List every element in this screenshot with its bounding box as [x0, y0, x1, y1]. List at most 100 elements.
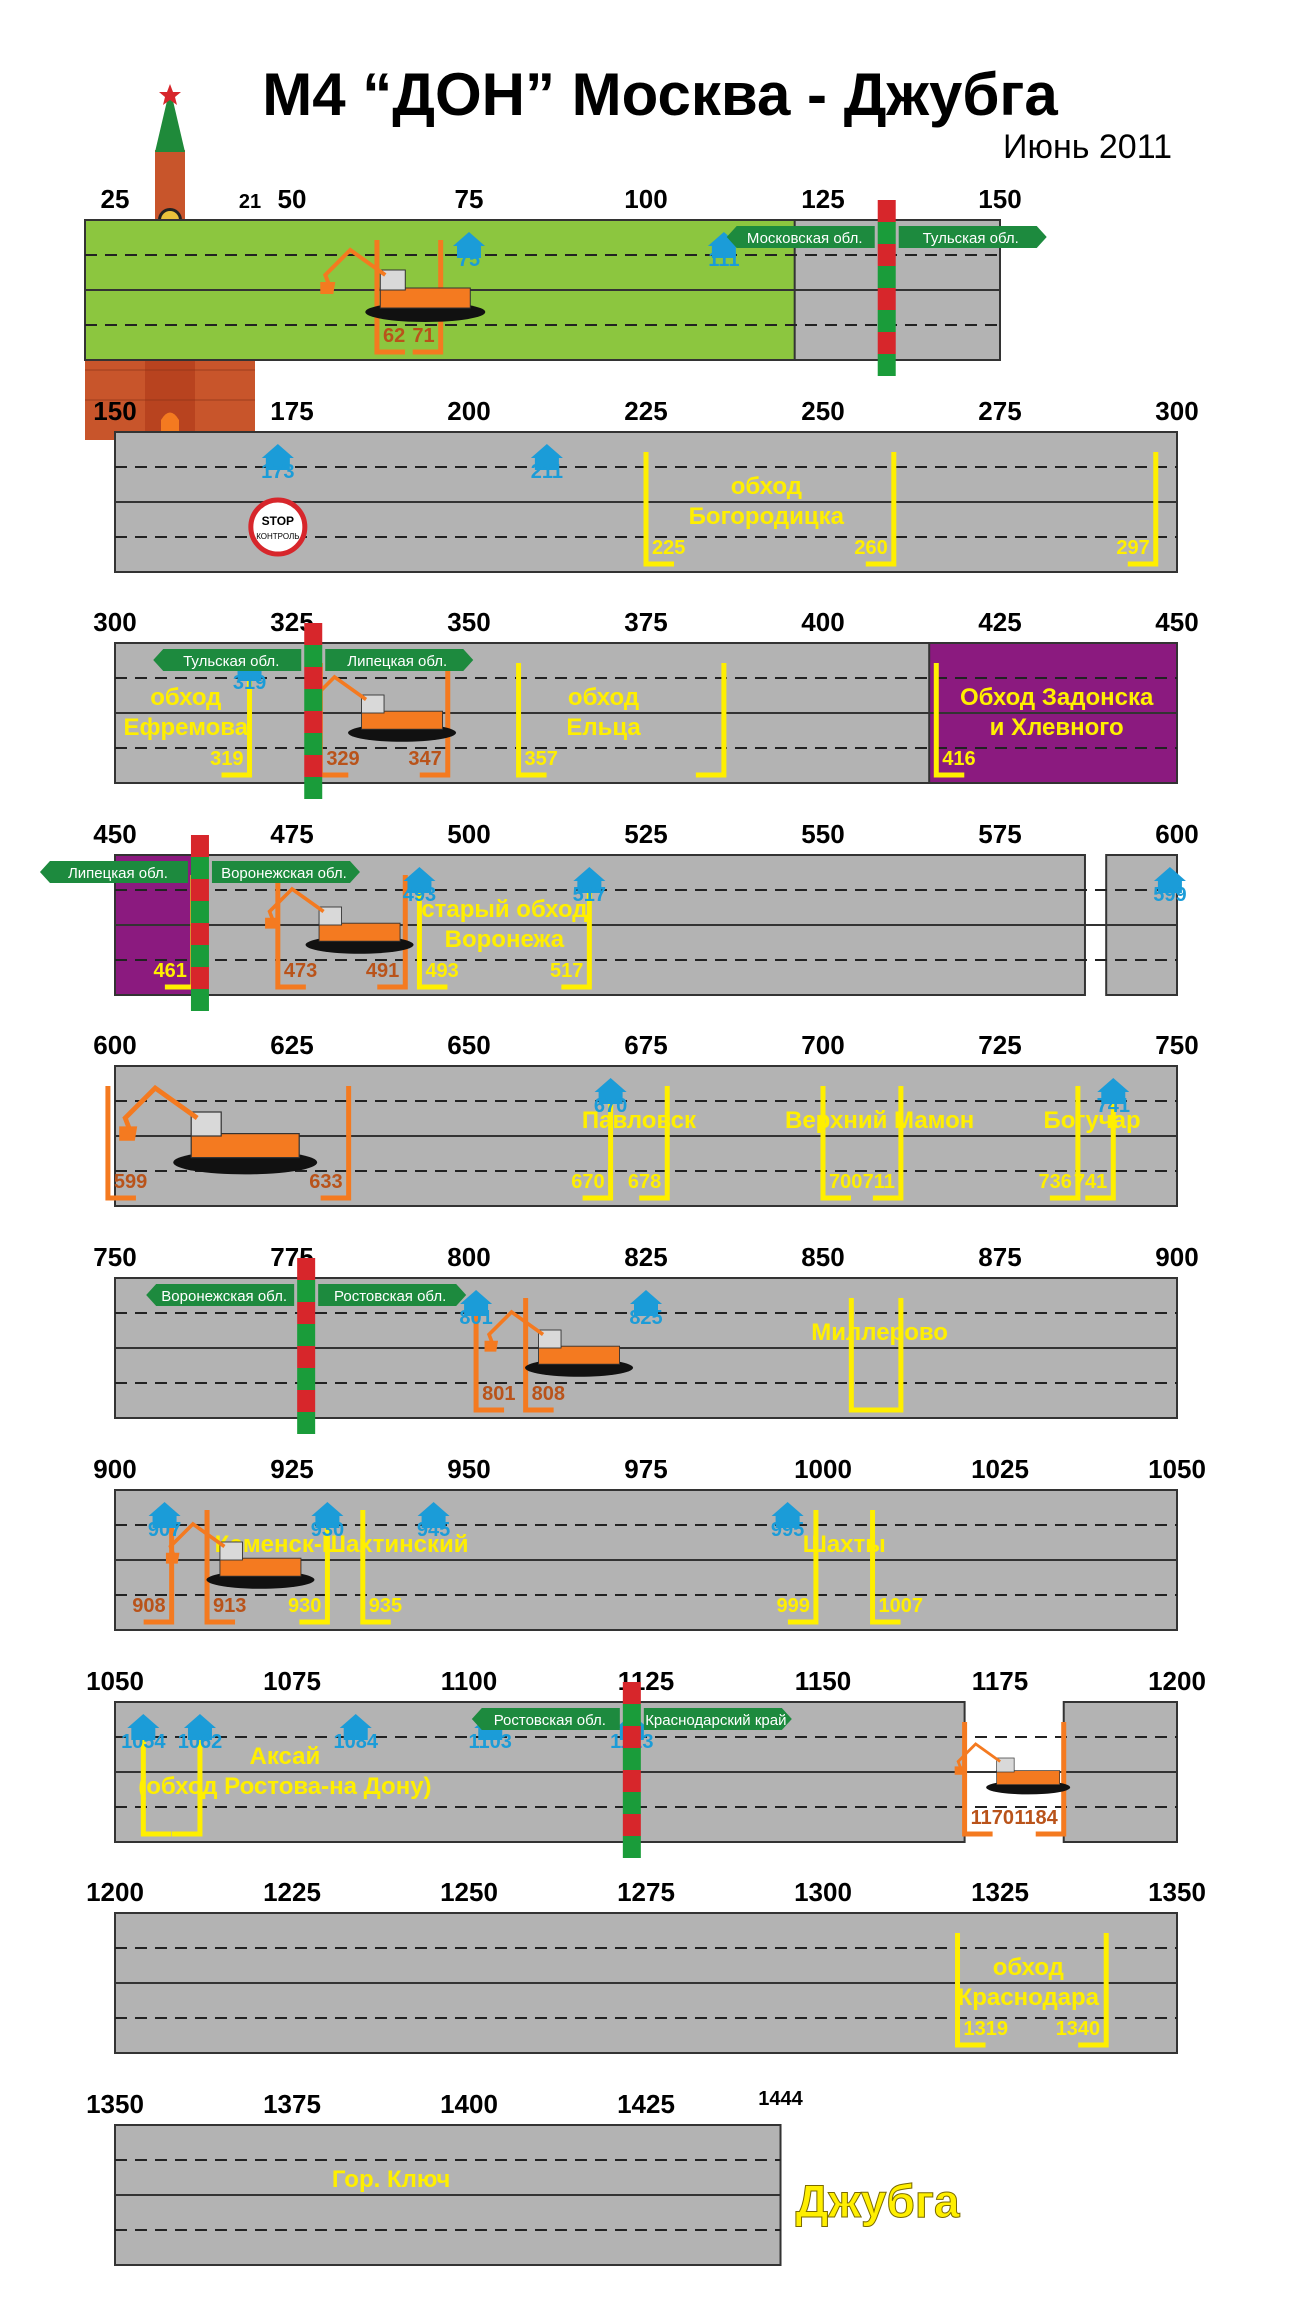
km-bracket-mark	[865, 452, 897, 567]
km-tick-label: 675	[624, 1030, 667, 1060]
km-tick-label: 750	[93, 1242, 136, 1272]
excavator-icon	[265, 886, 414, 954]
km-tick-label: 125	[801, 184, 844, 214]
km-tick-label: 900	[93, 1454, 136, 1484]
km-bracket-label: 711	[863, 1171, 895, 1193]
border-stripe	[297, 1390, 316, 1412]
km-bracket-label: 808	[532, 1383, 565, 1405]
km-tick-label: 575	[978, 819, 1021, 849]
post-roof	[183, 1714, 216, 1728]
border-stripe	[297, 1258, 316, 1280]
km-tick-label: 350	[447, 607, 490, 637]
km-tick-label: 525	[624, 819, 667, 849]
excavator-body	[361, 710, 443, 730]
place-name-label: Краснодара	[958, 1984, 1100, 2011]
km-bracket-label: 461	[154, 960, 187, 982]
post-roof	[339, 1714, 372, 1728]
post-house-icon	[403, 867, 436, 893]
km-tick-label: 1200	[86, 1877, 144, 1907]
km-tick-label: 700	[801, 1030, 844, 1060]
km-tick-label: 300	[1155, 396, 1198, 426]
post-km-label: 670	[594, 1095, 627, 1117]
post-roof	[261, 444, 294, 458]
border-stripe	[297, 1368, 316, 1390]
place-name-label: Ельца	[566, 714, 641, 741]
excavator-cab	[996, 1757, 1015, 1773]
km-tick-label: 1400	[440, 2089, 498, 2119]
post-km-label: 211	[531, 461, 563, 483]
post-roof	[127, 1714, 160, 1728]
km-tick-label: 950	[447, 1454, 490, 1484]
excavator-arm	[122, 1084, 199, 1135]
km-tick-label: 1300	[794, 1877, 852, 1907]
excavator-icon	[165, 1521, 315, 1589]
post-house-icon	[1097, 1078, 1130, 1104]
km-bracket-label: 700	[829, 1171, 862, 1193]
km-tick-label: 225	[624, 396, 667, 426]
post-km-label: 741	[1097, 1095, 1130, 1117]
km-bracket-mark	[320, 1086, 352, 1201]
post-house-icon	[148, 1502, 181, 1528]
post-wall	[577, 881, 602, 893]
excavator-icon	[320, 247, 486, 322]
km-bracket-label: 347	[408, 748, 441, 770]
km-bracket-label: 1340	[1056, 2018, 1101, 2040]
km-tick-label: 850	[801, 1242, 844, 1272]
post-roof	[453, 232, 485, 246]
post-km-label: 1084	[333, 1731, 378, 1753]
km-tick-label: 150	[978, 184, 1021, 214]
km-bracket-label: 493	[425, 960, 458, 982]
km-bracket-mark	[848, 1298, 880, 1413]
post-wall	[421, 1516, 446, 1528]
km-bracket-mark	[419, 663, 451, 778]
post-house-icon	[594, 1078, 627, 1104]
km-bracket-mark	[275, 875, 306, 990]
excavator-body	[538, 1345, 620, 1365]
border-stripe	[877, 244, 896, 266]
region-name-left: Московская обл.	[747, 230, 863, 247]
km-tick-label: 800	[447, 1242, 490, 1272]
border-stripe	[304, 689, 323, 711]
place-name-label: Гор. Ключ	[332, 2166, 450, 2193]
km-bracket-label: 319	[210, 748, 243, 770]
km-bracket-mark	[872, 1298, 904, 1413]
km-bracket-mark	[299, 1510, 330, 1625]
km-bracket-label: 491	[366, 960, 399, 982]
excavator-icon	[484, 1309, 634, 1377]
border-stripe	[622, 1792, 641, 1814]
km-tick-label: 75	[455, 184, 484, 214]
post-km-label: 173	[261, 461, 294, 483]
start-km-label: 21	[239, 191, 261, 213]
km-bracket-mark	[412, 240, 444, 355]
km-tick-label: 1275	[617, 1877, 675, 1907]
km-tick-label: 1200	[1148, 1666, 1206, 1696]
km-tick-label: 1150	[795, 1666, 851, 1696]
km-bracket-label: 517	[550, 960, 583, 982]
region-flag-left	[153, 649, 302, 671]
post-roof	[403, 867, 436, 881]
excavator-cab	[379, 269, 406, 291]
km-tick-label: 1375	[263, 2089, 321, 2119]
post-house-icon	[530, 444, 563, 470]
post-km-label: 75	[458, 249, 480, 271]
post-wall	[1157, 881, 1182, 893]
region-name-right: Краснодарский край	[645, 1712, 786, 1729]
place-name-label: Павловск	[582, 1107, 697, 1134]
km-tick-label: 600	[93, 1030, 136, 1060]
excavator-bucket	[954, 1766, 966, 1775]
stop-sign-text-bottom: КОНТРОЛЬ	[256, 532, 299, 541]
post-house-icon	[771, 1502, 804, 1528]
border-stripe	[297, 1302, 316, 1324]
stop-sign-ring	[248, 497, 308, 557]
excavator-cab	[361, 694, 385, 714]
region-flag-left	[39, 861, 188, 883]
border-stripe	[190, 945, 209, 967]
border-stripe	[190, 923, 209, 945]
km-bracket-mark	[1078, 1933, 1109, 2048]
km-bracket-label: 297	[1116, 537, 1149, 559]
border-stripe	[304, 667, 323, 689]
